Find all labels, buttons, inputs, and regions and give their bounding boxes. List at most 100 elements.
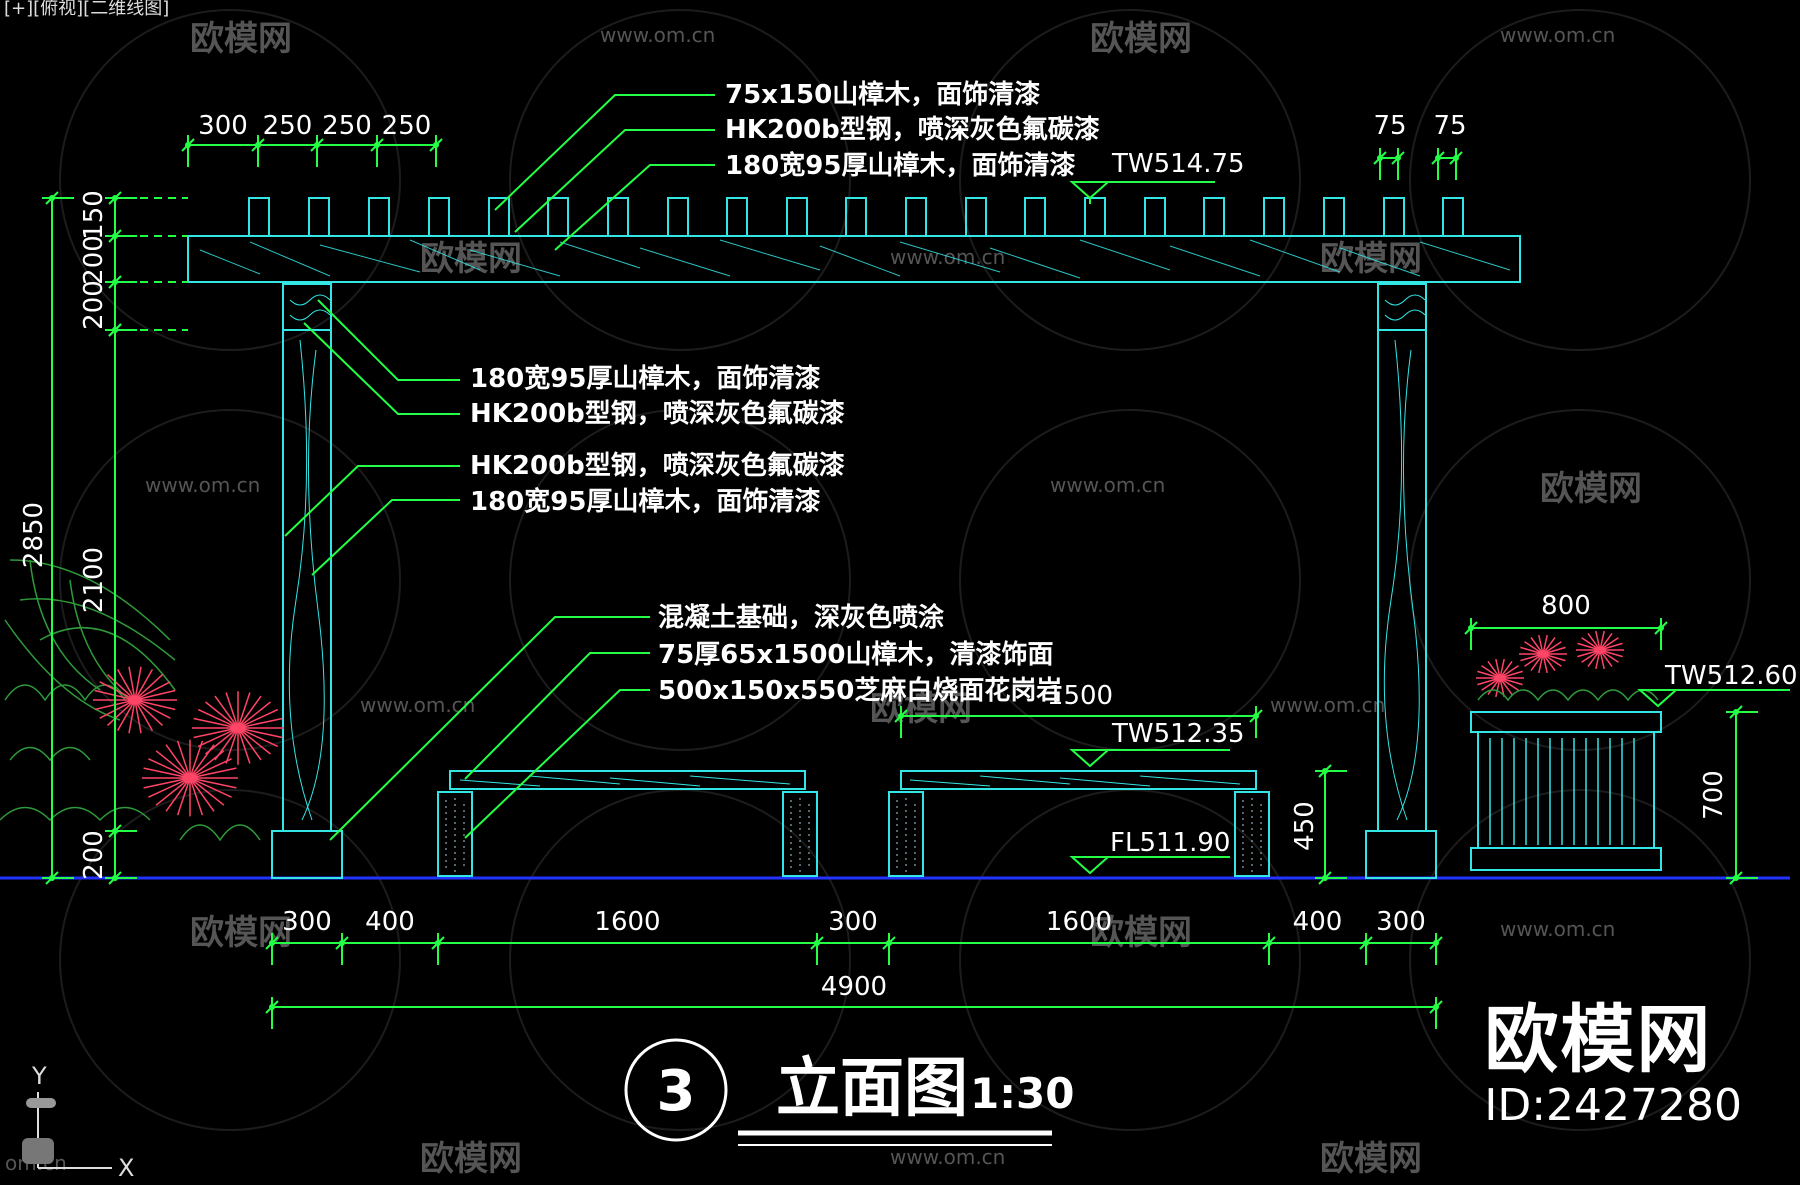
- rafter: [607, 197, 629, 237]
- watermark-url: www.om.cn: [1270, 693, 1385, 717]
- rafter: [488, 197, 510, 237]
- dimension-label: 4900: [821, 972, 887, 1002]
- dimension-label: 200: [79, 830, 109, 880]
- rafter: [1442, 197, 1464, 237]
- bench-right-leg: [1234, 791, 1270, 877]
- watermark-url: www.om.cn: [145, 473, 260, 497]
- rafter: [1383, 197, 1405, 237]
- rafter: [1144, 197, 1166, 237]
- dimension-label: 150: [79, 190, 109, 240]
- red-plant: [192, 691, 284, 765]
- rafter-row: [248, 197, 1464, 237]
- rafter: [1323, 197, 1345, 237]
- planter-base: [1470, 847, 1662, 871]
- ucs-axis-icon: [22, 1092, 112, 1169]
- dimension-label: 1600: [594, 907, 660, 937]
- watermark-url: www.om.cn: [890, 245, 1005, 269]
- note-top-2: HK200b型钢，喷深灰色氟碳漆: [725, 114, 1100, 145]
- dimension-label: 700: [1699, 770, 1729, 820]
- red-plant: [1476, 658, 1524, 698]
- title-number-circle: [624, 1038, 728, 1142]
- watermark-brand: 欧模网: [1090, 19, 1192, 59]
- watermark-brand: 欧模网: [1540, 469, 1642, 509]
- watermark-brand: 欧模网: [870, 689, 972, 729]
- dimension-label: 300: [282, 907, 332, 937]
- pergola-structure: [187, 197, 1662, 879]
- note-top-3: 180宽95厚山樟木，面饰清漆: [725, 150, 1075, 181]
- rafter: [1084, 197, 1106, 237]
- watermark-url: www.om.cn: [1050, 473, 1165, 497]
- rafter: [965, 197, 987, 237]
- annotation-notes: 75x150山樟木，面饰清漆 HK200b型钢，喷深灰色氟碳漆 180宽95厚山…: [470, 79, 1100, 706]
- rafter: [428, 197, 450, 237]
- watermark-texts: 欧模网 www.om.cn 欧模网 www.om.cn 欧模网 www.om.c…: [5, 19, 1642, 1179]
- watermark-brand: 欧模网: [1090, 913, 1192, 953]
- note-col-4: 180宽95厚山樟木，面饰清漆: [470, 486, 820, 517]
- leader-lines: [284, 94, 715, 841]
- ucs-x-label: X: [118, 1154, 134, 1182]
- level-bench: TW512.35: [1111, 719, 1245, 749]
- dimension-label: 250: [382, 111, 432, 141]
- shrub-outline: [0, 684, 261, 842]
- dimension-label: 800: [1541, 591, 1591, 621]
- dimension-label: 75: [1373, 111, 1406, 141]
- rafter: [1263, 197, 1285, 237]
- brand-id: ID:2427280: [1484, 1080, 1742, 1131]
- watermark-url: www.om.cn: [1500, 917, 1615, 941]
- level-markers: [1069, 181, 1790, 875]
- bench-left-leg: [437, 791, 473, 877]
- red-plant: [1519, 634, 1567, 674]
- rafter: [368, 197, 390, 237]
- dimension-label: 200: [79, 235, 109, 285]
- red-plant: [1576, 630, 1624, 670]
- dimension-label: 250: [263, 111, 313, 141]
- dimension-label: 200: [79, 280, 109, 330]
- right-footing: [1365, 830, 1437, 879]
- title-number: 3: [657, 1059, 696, 1124]
- right-column: [1377, 283, 1427, 832]
- dimension-label: 2100: [79, 547, 109, 613]
- watermark-url: www.om.cn: [890, 1145, 1005, 1169]
- ucs-y-label: Y: [31, 1062, 47, 1090]
- level-floor: FL511.90: [1110, 828, 1230, 858]
- note-bench-1: 混凝土基础，深灰色喷涂: [658, 602, 944, 633]
- note-top-1: 75x150山樟木，面饰清漆: [725, 79, 1040, 110]
- left-footing: [271, 830, 343, 879]
- watermark-brand: 欧模网: [1320, 1139, 1422, 1179]
- rafter: [248, 197, 270, 237]
- dimension-lines: [42, 135, 1758, 1029]
- rafter: [308, 197, 330, 237]
- right-column-cap: [1377, 283, 1427, 331]
- rafter: [726, 197, 748, 237]
- note-col-2: HK200b型钢，喷深灰色氟碳漆: [470, 398, 845, 429]
- leg-stipple: [445, 798, 1262, 872]
- note-bench-3: 500x150x550芝麻白烧面花岗岩: [658, 675, 1062, 706]
- dimension-label: 75: [1433, 111, 1466, 141]
- plants-left: [0, 559, 284, 842]
- note-col-1: 180宽95厚山樟木，面饰清漆: [470, 363, 820, 394]
- planter-slats: [1489, 738, 1635, 845]
- rafter: [905, 197, 927, 237]
- top-beam-grain: [199, 239, 1511, 279]
- rafter: [845, 197, 867, 237]
- title-scale: 1:30: [970, 1069, 1074, 1118]
- rafter: [786, 197, 808, 237]
- note-col-3: HK200b型钢，喷深灰色氟碳漆: [470, 450, 845, 481]
- rafter: [1024, 197, 1046, 237]
- rafter: [547, 197, 569, 237]
- planter-foliage: [1477, 689, 1659, 702]
- title-name: 立面图: [776, 1052, 968, 1126]
- viewport-label[interactable]: [+][俯视][二维线图]: [4, 0, 170, 19]
- dimension-label: 400: [365, 907, 415, 937]
- dimension-label: 300: [198, 111, 248, 141]
- level-top: TW514.75: [1111, 149, 1245, 179]
- rafter: [667, 197, 689, 237]
- bench-left-seat: [449, 770, 806, 790]
- watermark-url: www.om.cn: [1500, 23, 1615, 47]
- note-bench-2: 75厚65x1500山樟木，清漆饰面: [658, 639, 1054, 670]
- rafter: [1203, 197, 1225, 237]
- bench-right-seat: [900, 770, 1257, 790]
- brand-logo: 欧模网: [1484, 997, 1713, 1083]
